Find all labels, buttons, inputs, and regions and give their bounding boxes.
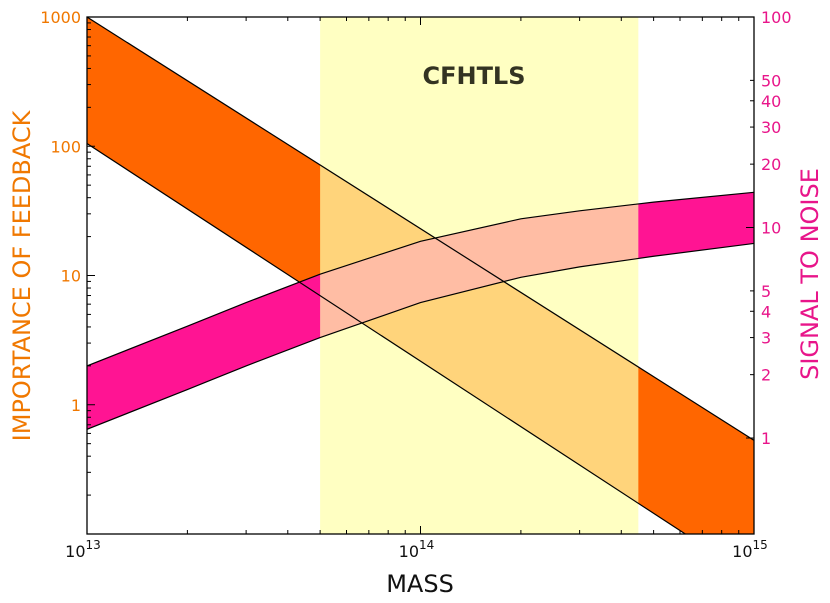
plot-area xyxy=(87,17,754,534)
signal-band-upper-edge xyxy=(87,191,754,367)
feedback-band-lower-edge xyxy=(87,143,687,534)
feedback-band-upper-edge xyxy=(87,17,754,441)
y-right-tick-label: 2 xyxy=(761,366,771,385)
y-left-tick-label: 100 xyxy=(50,137,81,156)
cfhtls-region xyxy=(320,17,639,534)
x-axis-label: MASS xyxy=(386,570,454,598)
y-axis-left-label: IMPORTANCE OF FEEDBACK xyxy=(8,109,36,441)
y-right-tick-label: 20 xyxy=(761,155,781,174)
y-left-tick-label: 10 xyxy=(61,267,81,286)
axis-ticks: 1013 1014 1015 1 10 100 1000 1 2 3 45 10 20 30 40 50 100 xyxy=(40,8,791,561)
y-right-tick-label: 10 xyxy=(761,219,781,238)
y-right-tick-label: 100 xyxy=(761,8,792,27)
y-right-tick-label: 50 xyxy=(761,71,781,90)
y-right-tick-label: 3 xyxy=(761,329,771,348)
y-axis-right-label: SIGNAL TO NOISE xyxy=(796,168,824,380)
y-right-tick-label: 1 xyxy=(761,429,771,448)
y-left-tick-label: 1 xyxy=(71,396,81,415)
y-left-tick-label: 1000 xyxy=(40,8,81,27)
x-tick-label: 1014 xyxy=(399,538,435,561)
cfhtls-label: CFHTLS xyxy=(422,62,525,90)
y-right-tick-label: 30 xyxy=(761,118,781,137)
y-right-tick-label: 4 xyxy=(761,302,771,321)
y-right-tick-label: 5 xyxy=(761,282,771,301)
x-tick-label: 1015 xyxy=(732,538,768,561)
signal-band-lower-edge xyxy=(87,242,754,430)
x-tick-label: 1013 xyxy=(65,538,101,561)
y-right-tick-label: 40 xyxy=(761,92,781,111)
